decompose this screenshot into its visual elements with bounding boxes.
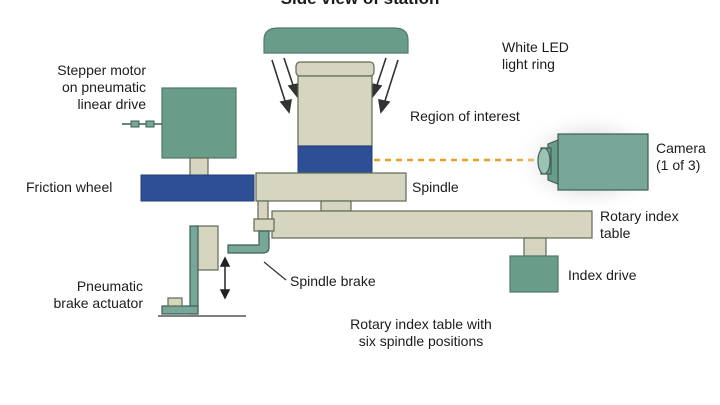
label-white-led: White LED light ring bbox=[502, 39, 569, 72]
spindle-plate bbox=[255, 172, 407, 202]
light-arrows bbox=[271, 57, 399, 114]
part-body bbox=[297, 75, 373, 147]
spindle-hub bbox=[320, 200, 352, 212]
index-drive bbox=[509, 255, 559, 293]
index-drive-shaft bbox=[523, 237, 547, 257]
label-pneumatic-brake-actuator: Pneumatic brake actuator bbox=[53, 278, 144, 311]
stepper-motor bbox=[122, 87, 237, 177]
led-light-ring bbox=[263, 27, 409, 54]
rotary-index-table bbox=[271, 210, 593, 239]
spindle-collar bbox=[253, 218, 275, 232]
label-stepper-motor: Stepper motor on pneumatic linear drive bbox=[57, 62, 146, 112]
friction-wheel bbox=[140, 174, 255, 202]
region-of-interest-band bbox=[297, 145, 373, 174]
spindle-brake-leader bbox=[263, 261, 287, 281]
label-rotary-table-caption: Rotary index table with six spindle posi… bbox=[350, 316, 492, 349]
camera bbox=[537, 133, 649, 191]
label-friction-wheel: Friction wheel bbox=[26, 179, 113, 195]
label-spindle: Spindle bbox=[412, 179, 459, 195]
label-spindle-brake: Spindle brake bbox=[290, 273, 376, 289]
actuator-motion-arrow bbox=[219, 256, 231, 300]
label-rotary-index-table: Rotary index table bbox=[600, 208, 679, 241]
diagram-title: Side view of station bbox=[0, 0, 720, 9]
part-cap bbox=[295, 61, 375, 77]
spindle-brake bbox=[227, 230, 270, 254]
pneumatic-brake-actuator bbox=[161, 225, 219, 315]
spindle-shaft bbox=[257, 200, 269, 222]
label-region-of-interest: Region of interest bbox=[410, 108, 520, 124]
label-index-drive: Index drive bbox=[568, 267, 637, 283]
label-camera: Camera (1 of 3) bbox=[656, 140, 706, 173]
